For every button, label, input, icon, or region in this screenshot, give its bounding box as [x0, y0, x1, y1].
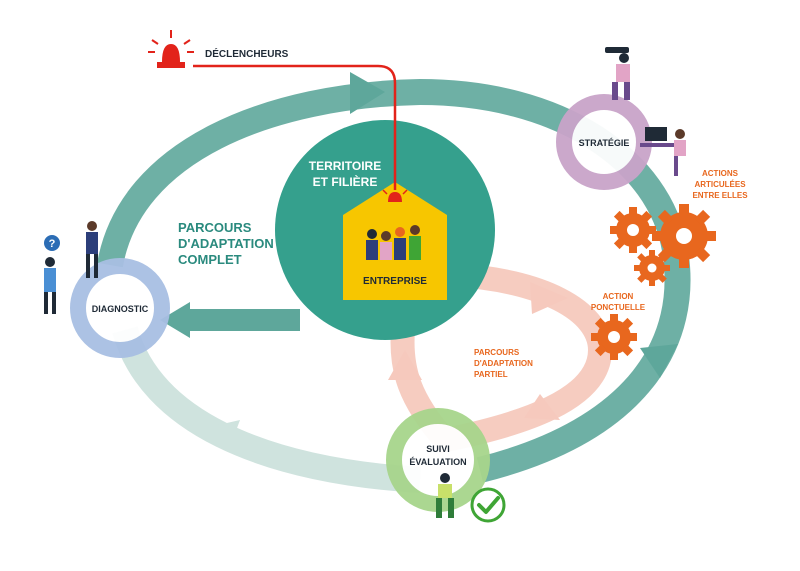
- gear-icon-small: [634, 250, 670, 286]
- outer-loop-arrowhead-top: [350, 72, 385, 114]
- territory-label-line2: ET FILIÈRE: [313, 174, 378, 189]
- single-action-line1: ACTION: [603, 292, 634, 301]
- partial-loop-arrowhead-bottom: [524, 394, 560, 420]
- triggers-line: [193, 64, 397, 190]
- return-arrowhead: [160, 302, 190, 338]
- siren-icon: [148, 30, 194, 68]
- articulated-actions-line1: ACTIONS: [702, 169, 739, 178]
- full-path-label-line3: COMPLET: [178, 252, 242, 267]
- outer-loop-arrowhead-right: [640, 344, 678, 378]
- strategy-people-illustration: [605, 47, 686, 176]
- gear-icon-single: [591, 314, 637, 360]
- outer-loop-light-segment: [112, 326, 421, 493]
- diagnostic-people-illustration: [44, 221, 98, 314]
- triggers-label: DÉCLENCHEURS: [205, 47, 289, 60]
- partial-path-label-line1: PARCOURS: [474, 348, 520, 357]
- diagnostic-label: DIAGNOSTIC: [92, 304, 149, 314]
- articulated-actions-line3: ENTRE ELLES: [692, 191, 748, 200]
- partial-path-label-line3: PARTIEL: [474, 370, 508, 379]
- partial-loop-arrowhead-top: [530, 282, 568, 314]
- articulated-actions-line2: ARTICULÉES: [694, 180, 746, 189]
- company-label: ENTREPRISE: [363, 276, 427, 287]
- followup-label-line2: ÉVALUATION: [409, 457, 466, 467]
- single-action-line2: PONCTUELLE: [591, 303, 646, 312]
- strategy-ring: [556, 94, 652, 190]
- territory-label-line1: TERRITOIRE: [309, 159, 381, 173]
- gear-icon-medium: [610, 207, 656, 253]
- full-path-label-line1: PARCOURS: [178, 220, 252, 235]
- partial-loop-arrowhead-up: [388, 350, 422, 380]
- full-path-label-line2: D'ADAPTATION: [178, 236, 274, 251]
- question-icon: ?: [44, 235, 60, 251]
- partial-path-label-line2: D'ADAPTATION: [474, 359, 533, 368]
- diagnostic-ring: [70, 258, 170, 358]
- checkmark-icon: [470, 487, 506, 523]
- followup-person-illustration: [436, 473, 454, 518]
- svg-text:?: ?: [49, 238, 56, 250]
- outer-loop-arrowhead-left: [205, 420, 240, 452]
- followup-label-line1: SUIVI: [426, 444, 450, 454]
- strategy-label: STRATÉGIE: [579, 138, 630, 148]
- team-illustration: [366, 225, 421, 260]
- house-siren-icon: [382, 184, 408, 202]
